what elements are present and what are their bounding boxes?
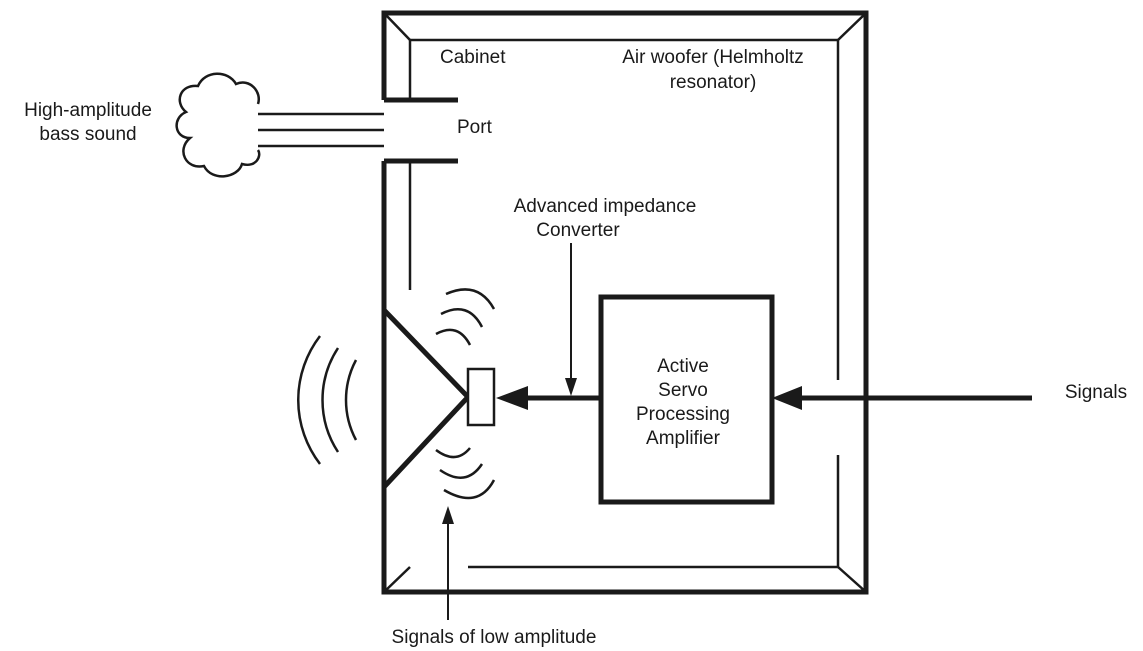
port-label: Port [457, 117, 493, 138]
speaker-cone [382, 308, 472, 489]
bass-sound-label-line1: High-amplitude [24, 100, 152, 121]
voice-coil [466, 367, 496, 427]
outer-sound-waves [297, 335, 358, 465]
bass-sound-cloud [175, 72, 261, 178]
low-amplitude-label: Signals of low amplitude [392, 627, 597, 648]
amplifier-label-line4: Amplifier [646, 428, 721, 449]
input-signal-arrow [772, 386, 1032, 410]
air-flow-lines [258, 112, 384, 148]
bass-sound-label-line2: bass sound [39, 124, 136, 145]
low-amplitude-pointer-arrow [442, 506, 454, 620]
upper-inner-sound-waves [435, 288, 496, 346]
lower-inner-sound-waves [435, 447, 496, 500]
signals-label: Signals [1065, 382, 1127, 403]
air-woofer-label-line2: resonator) [670, 72, 757, 93]
port-tube [384, 97, 458, 164]
converter-pointer-arrow [565, 243, 577, 396]
amplifier-label-line3: Processing [636, 404, 730, 425]
air-woofer-label-line1: Air woofer (Helmholtz [622, 47, 804, 68]
amplifier-label-line2: Servo [658, 380, 708, 401]
cabinet-label: Cabinet [440, 47, 506, 68]
converter-label-line2: Converter [536, 220, 620, 241]
amplifier-label-line1: Active [657, 356, 709, 377]
cabinet-wall [381, 10, 869, 595]
cabinet-corner-bevels [383, 12, 867, 593]
speaker-driver [382, 308, 496, 489]
converter-label-line1: Advanced impedance [514, 196, 697, 217]
amp-to-coil-arrow [496, 386, 601, 410]
cabinet-outer-wall [381, 10, 869, 595]
amplifier-box [598, 294, 775, 505]
